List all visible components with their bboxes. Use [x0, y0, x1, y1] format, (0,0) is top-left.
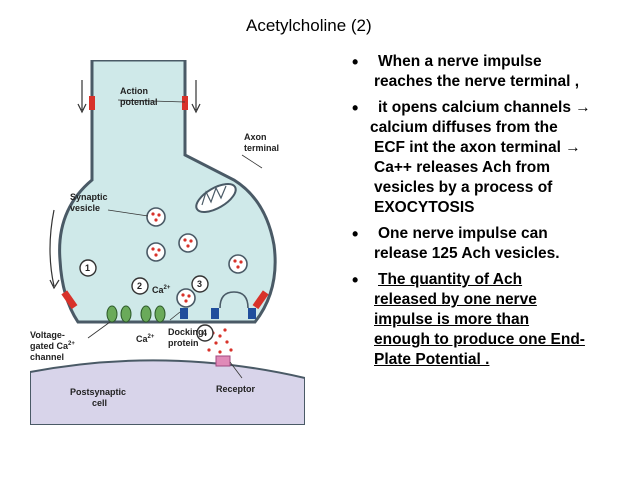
label-voltage-gated: Voltage-gated Ca2+channel: [30, 330, 75, 362]
leader-lines: [87, 99, 263, 379]
bullet-item: One nerve impulse can: [348, 224, 633, 244]
bullet-continuation: enough to produce one End-: [374, 331, 585, 348]
bullet-continuation: Ca++ releases Ach from: [374, 159, 551, 176]
bullet-item: When a nerve impulse: [348, 52, 633, 72]
bullet-continuation: impulse is more than: [374, 311, 530, 328]
action-potential-segment: [182, 96, 188, 110]
action-potential-segment: [61, 290, 78, 310]
bullet-continuation: EXOCYTOSIS: [374, 199, 475, 216]
label-receptor: Receptor: [216, 384, 256, 394]
calcium-channels: [106, 305, 166, 323]
ap-arrow-right: [191, 80, 201, 114]
exocytosis-vesicle: [219, 291, 249, 309]
bullet-continuation: ECF int the axon terminal →: [374, 139, 581, 156]
axon-terminal-body: [58, 60, 277, 324]
synaptic-vesicles: [146, 207, 248, 308]
bullet-continuation: reaches the nerve terminal ,: [374, 73, 580, 90]
label-ca-bottom: Ca2+: [136, 334, 155, 344]
bullet-continuation: released by one nerve: [374, 291, 537, 308]
bullet-item-underlined: The quantity of Ach: [348, 270, 633, 290]
bullet-item: it opens calcium channels →: [348, 98, 633, 118]
step-4: 4: [202, 328, 207, 338]
bullet-continuation: Plate Potential .: [374, 351, 490, 368]
docking-proteins: [180, 308, 256, 319]
step-3: 3: [197, 279, 202, 289]
postsynaptic-cell: [30, 359, 305, 425]
ap-arrow-left: [77, 80, 87, 114]
bullet-list: When a nerve impulse reaches the nerve t…: [348, 52, 633, 370]
ap-arrow-curve: [49, 209, 60, 290]
bullet-continuation: release 125 Ach vesicles.: [374, 245, 560, 262]
step-2: 2: [137, 281, 142, 291]
slide-title: Acetylcholine (2): [246, 16, 372, 35]
bullet-continuation: vesicles by a process of: [374, 179, 553, 196]
mitochondrion: [195, 183, 237, 213]
label-ca-top: Ca2+: [152, 285, 171, 295]
step-circles: [79, 259, 214, 342]
step-1: 1: [85, 263, 90, 273]
receptor-shape: [215, 355, 231, 367]
bullet-continuation: calcium diffuses from the: [370, 119, 558, 136]
action-potential-segment: [89, 96, 95, 110]
action-potential-segment: [252, 290, 269, 310]
